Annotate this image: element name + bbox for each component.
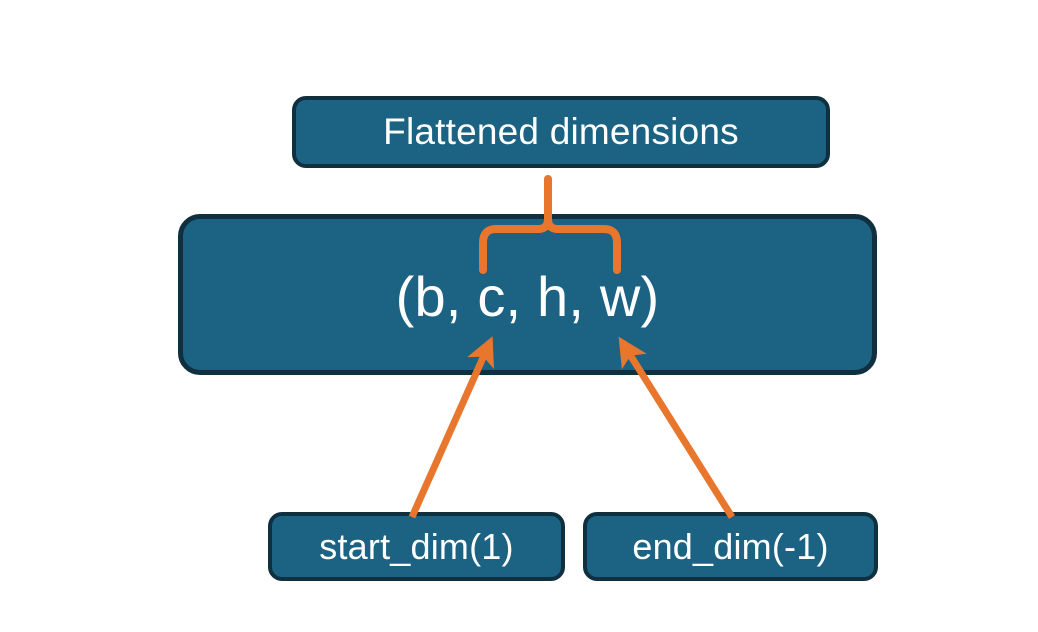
end-dim-box: end_dim(-1)	[583, 512, 878, 581]
tensor-shape-box: (b, c, h, w)	[178, 214, 877, 375]
flattened-dimensions-label: Flattened dimensions	[383, 111, 739, 152]
flattened-dimensions-box: Flattened dimensions	[292, 96, 830, 168]
start-dim-label: start_dim(1)	[319, 525, 514, 567]
end-dim-label: end_dim(-1)	[632, 525, 829, 567]
start-dim-box: start_dim(1)	[268, 512, 565, 581]
tensor-shape-label: (b, c, h, w)	[395, 264, 660, 328]
